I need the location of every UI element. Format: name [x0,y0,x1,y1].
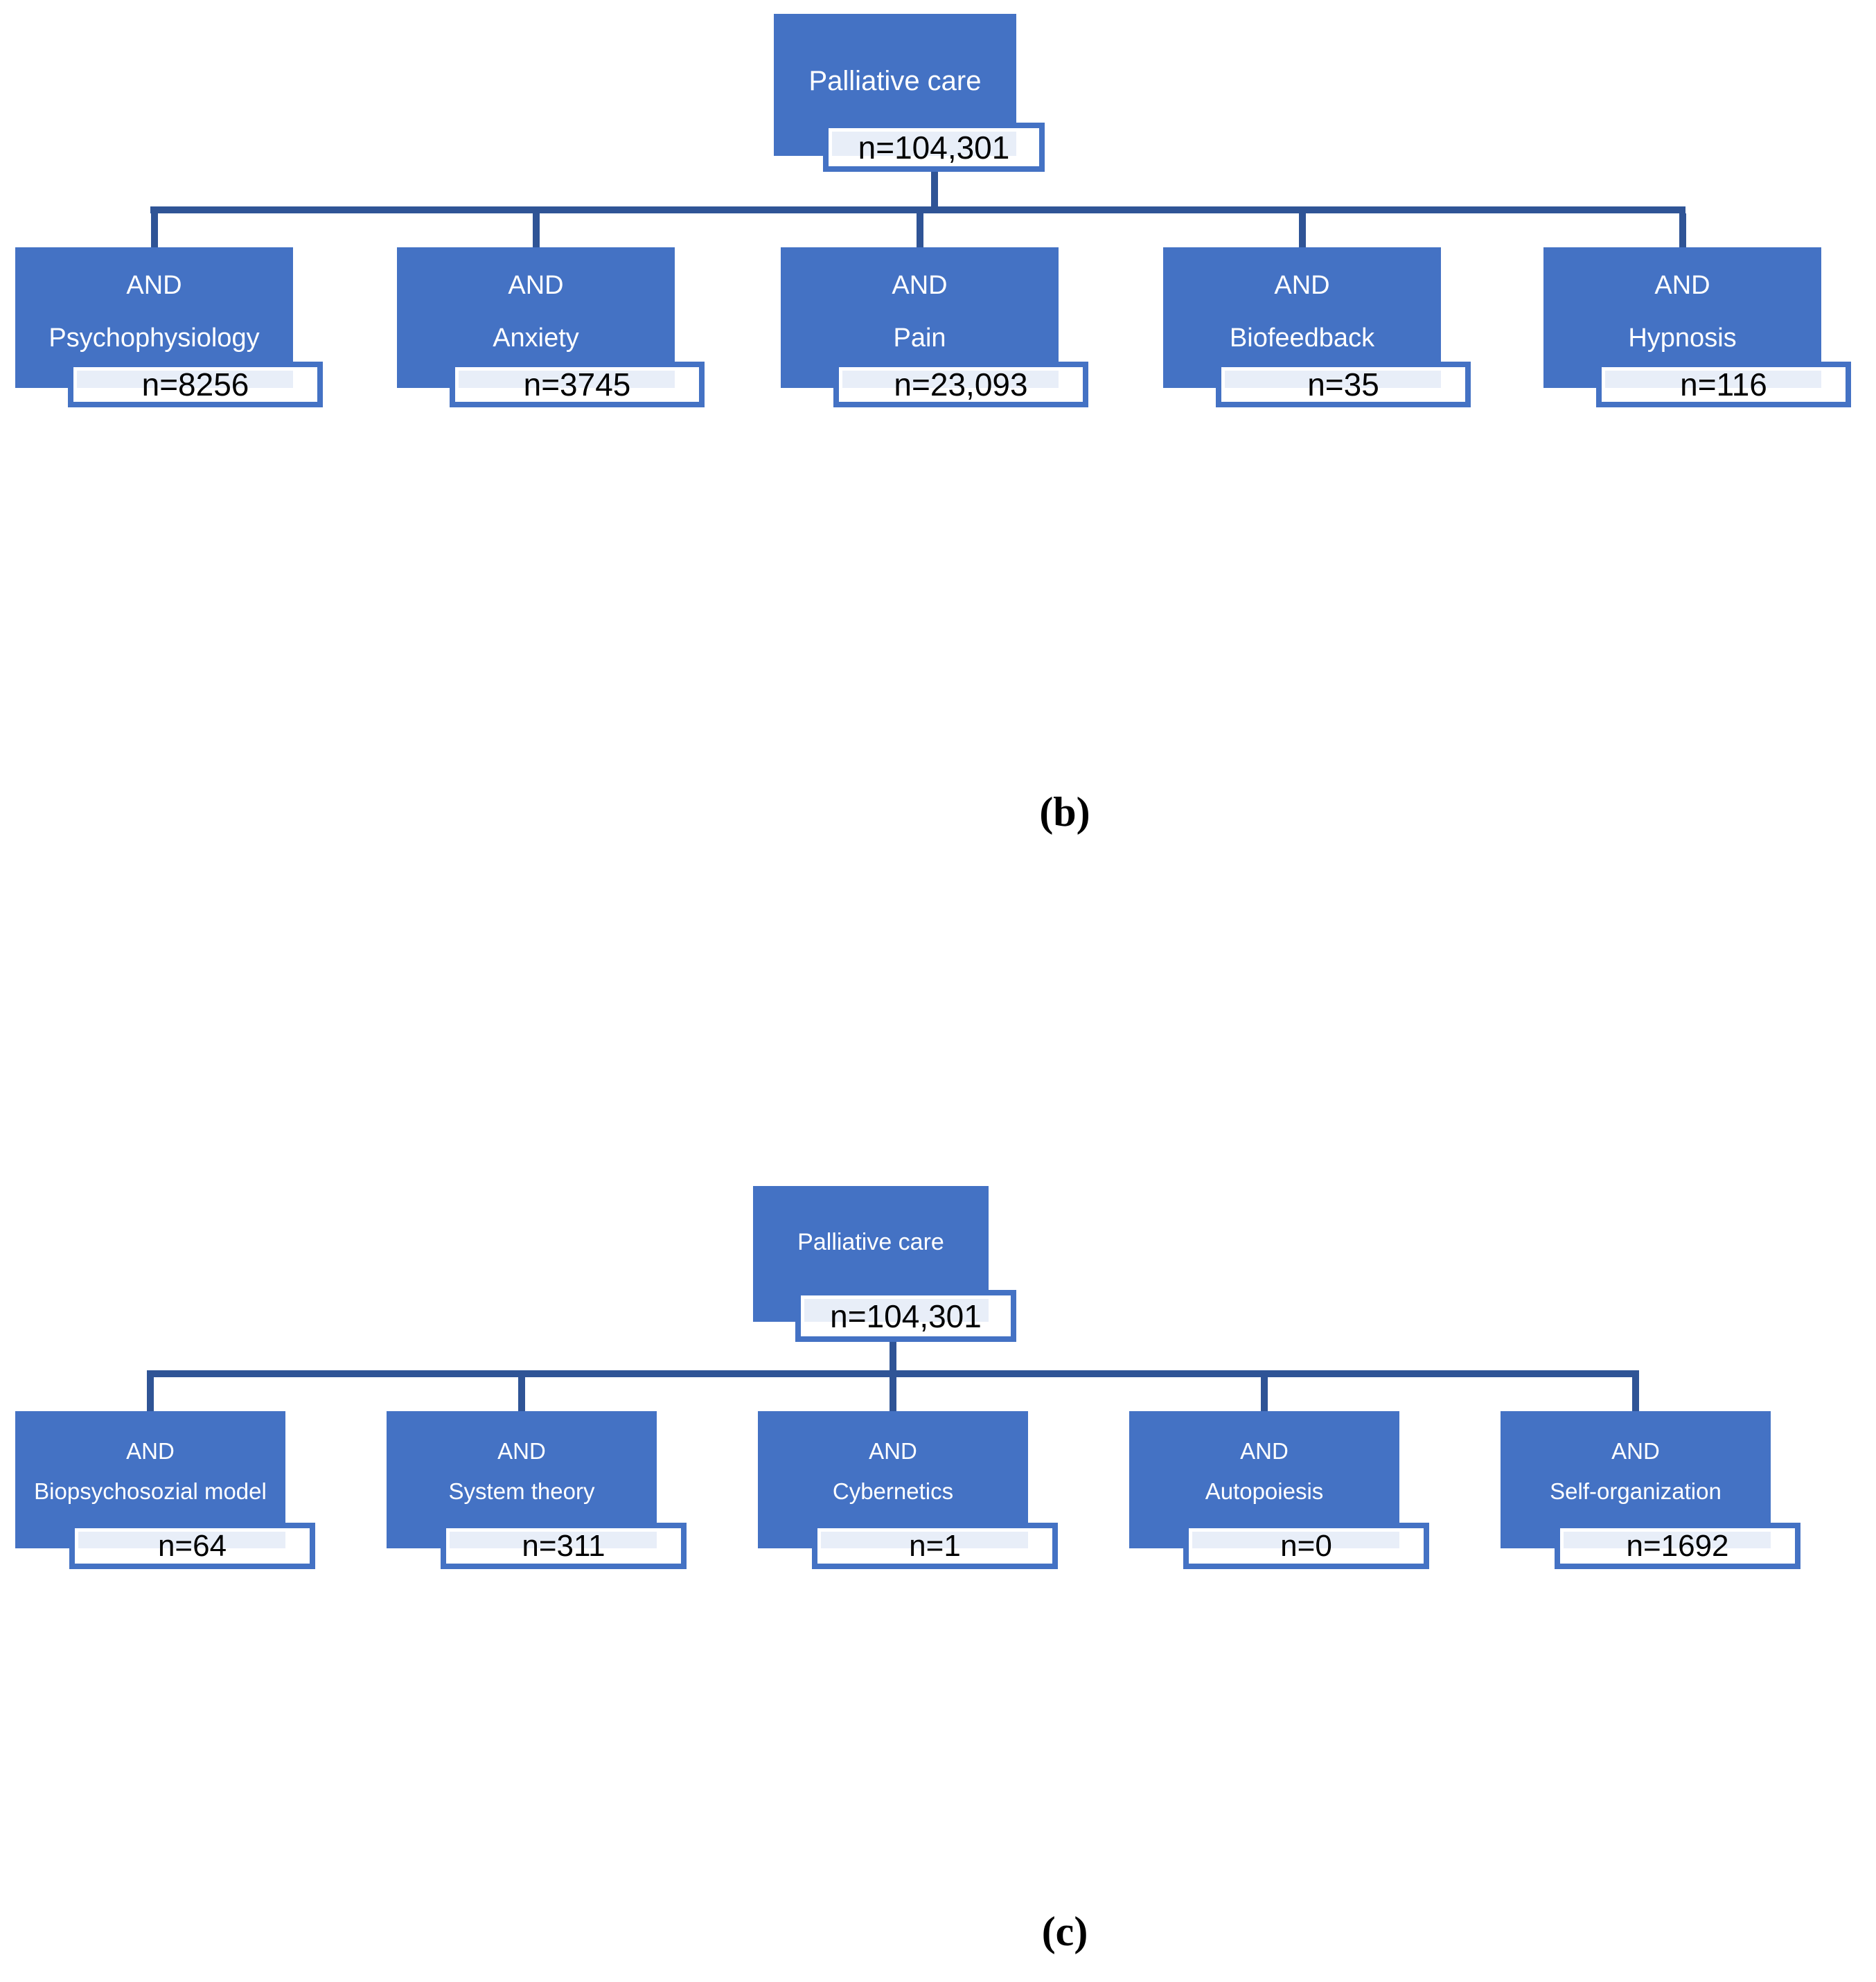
count-value: n=104,301 [830,1298,982,1334]
count-value: n=23,093 [894,366,1028,402]
count-value: n=35 [1307,366,1379,402]
child-term-label: Anxiety [493,324,579,353]
count-value: n=311 [522,1528,605,1563]
child-count-box: n=35 [1216,362,1471,407]
child-connector-stub [916,213,923,247]
count-value: n=8256 [141,366,249,402]
subfigure-caption: (c) [1041,1909,1088,1954]
child-term-label: Autopoiesis [1205,1478,1324,1504]
root-node-label: Palliative care [808,66,982,96]
count-value: n=1 [909,1528,961,1563]
child-count-box: n=116 [1596,362,1851,407]
count-value: n=0 [1280,1528,1332,1563]
child-count-box: n=8256 [68,362,323,407]
child-operator-label: AND [892,271,948,300]
child-operator-label: AND [1274,271,1330,300]
count-value: n=1692 [1626,1528,1729,1563]
child-connector-stub [532,213,540,247]
child-connector-stub [1298,213,1306,247]
child-operator-label: AND [508,271,564,300]
count-value: n=64 [157,1528,227,1563]
root-connector-stub [890,1342,896,1374]
child-operator-label: AND [126,271,182,300]
child-operator-label: AND [126,1438,175,1464]
child-connector-stub [1632,1377,1639,1411]
child-count-box: n=1692 [1555,1523,1800,1569]
child-count-box: n=0 [1183,1523,1429,1569]
child-term-label: Self-organization [1550,1478,1722,1504]
child-operator-label: AND [497,1438,546,1464]
child-term-label: Psychophysiology [48,324,260,353]
child-operator-label: AND [1240,1438,1289,1464]
child-operator-label: AND [1611,1438,1660,1464]
child-count-box: n=3745 [450,362,705,407]
count-value: n=116 [1680,366,1767,402]
root-count-box: n=104,301 [823,123,1045,172]
child-term-label: Hypnosis [1628,324,1737,353]
child-term-label: System theory [448,1478,595,1504]
count-value: n=3745 [523,366,631,402]
child-connector-stub [518,1377,525,1411]
child-count-box: n=23,093 [833,362,1088,407]
connector-rail [150,206,1685,213]
child-term-label: Cybernetics [832,1478,954,1504]
child-term-label: Biopsychosozial model [34,1478,267,1504]
child-connector-stub [1261,1377,1268,1411]
child-count-box: n=1 [812,1523,1058,1569]
child-connector-stub [150,213,158,247]
child-count-box: n=311 [441,1523,687,1569]
child-count-box: n=64 [69,1523,315,1569]
child-connector-stub [1679,213,1686,247]
connector-rail [147,1370,1639,1377]
child-operator-label: AND [1654,271,1710,300]
root-node-label: Palliative care [797,1228,944,1255]
root-count-box: n=104,301 [795,1290,1016,1342]
child-term-label: Pain [893,324,946,353]
child-operator-label: AND [869,1438,917,1464]
subfigure-caption: (b) [1039,789,1090,835]
child-connector-stub [890,1377,896,1411]
child-term-label: Biofeedback [1229,324,1375,353]
count-value: n=104,301 [858,129,1010,166]
root-connector-stub [931,172,938,206]
child-connector-stub [147,1377,154,1411]
